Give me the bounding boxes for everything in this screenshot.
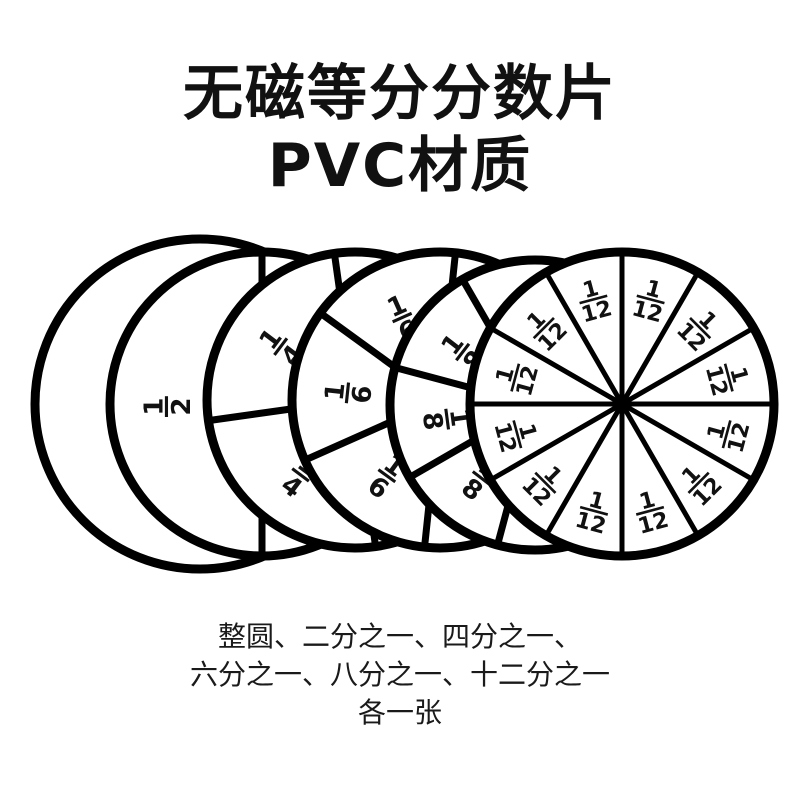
fraction-bar [291,467,310,483]
fraction-label: 12 [140,396,197,418]
fraction-bar [532,316,555,340]
fraction-denominator: 6 [347,384,379,405]
fraction-numerator: 1 [724,364,752,385]
headline-material: PVC材质 [267,131,533,201]
caption-line-1: 整圆、二分之一、四分之一、 [217,620,582,653]
fraction-numerator: 1 [637,487,658,515]
fraction-numerator: 1 [492,364,520,385]
fraction-numerator: 1 [140,398,170,416]
fraction-bar [579,505,609,516]
fraction-bar [510,363,521,392]
sector-divider [620,401,755,483]
sector-divider [619,402,701,537]
sector-divider [619,271,701,406]
fraction-numerator: 1 [513,421,541,442]
fraction-numerator: 1 [580,276,601,304]
fraction-label: 16 [320,381,379,405]
sector-divider [543,271,625,406]
fraction-bar [687,471,710,494]
fraction-bar [636,294,665,305]
caption-line-3: 各一张 [357,696,442,729]
sector-divider [489,401,624,483]
fraction-bar [344,382,351,404]
fraction-bar [392,311,413,324]
headline-title: 无磁等分分数片 [183,59,617,129]
fraction-numerator: 1 [320,381,352,402]
fraction-bar [579,294,608,305]
fraction-bar [273,337,289,356]
fraction-numerator: 1 [643,276,664,304]
fraction-bar [534,471,557,494]
fraction-bar [723,363,734,392]
fraction-bar [377,468,397,484]
fraction-denominator: 8 [416,410,448,432]
fraction-bar [635,505,665,516]
caption-line-2: 六分之一、八分之一、十二分之一 [189,658,610,691]
sector-divider [620,325,755,407]
fraction-bar [512,420,523,449]
sector-divider [489,325,624,407]
fraction-bar [721,420,732,449]
fraction-bar [455,342,471,362]
fraction-numerator: 1 [586,487,607,515]
sector-divider [543,402,625,537]
fraction-bar [689,316,712,340]
fraction-label: 112 [488,420,541,456]
fraction-bar [444,408,451,430]
fraction-denominator: 2 [167,398,197,416]
fraction-numerator: 1 [703,421,731,442]
